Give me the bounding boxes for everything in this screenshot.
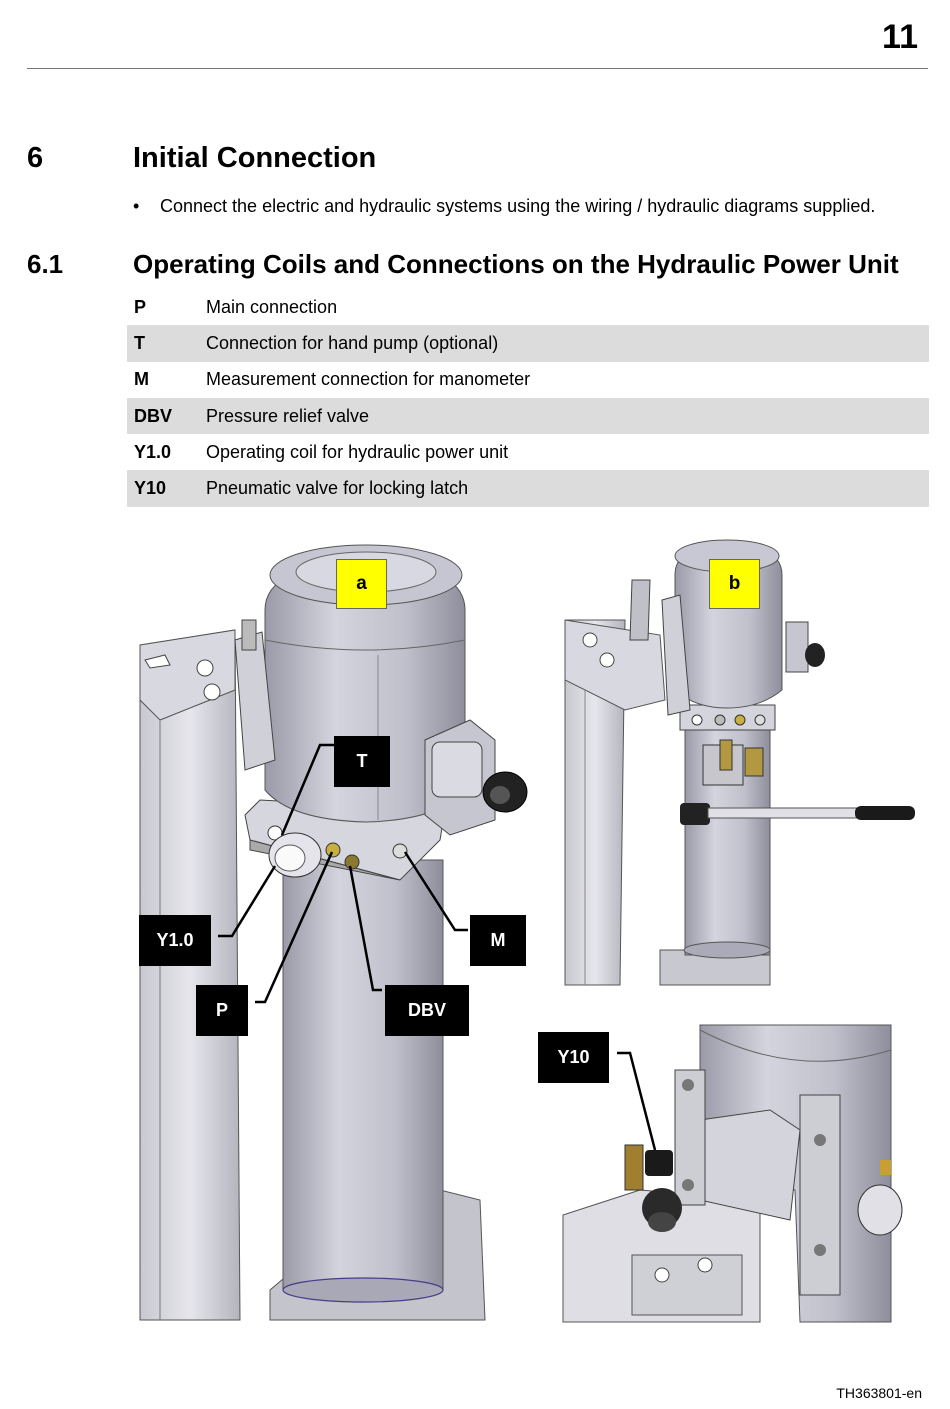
- legend-desc: Connection for hand pump (optional): [206, 332, 499, 353]
- section-title: Initial Connection: [133, 142, 377, 174]
- legend-row: DBV Pressure relief valve: [127, 397, 929, 435]
- callout-p: P: [196, 985, 248, 1036]
- legend-code: T: [134, 332, 145, 353]
- legend-code: M: [134, 369, 149, 390]
- subsection-number: 6.1: [27, 249, 64, 279]
- legend-row: Y1.0 Operating coil for hydraulic power …: [127, 434, 929, 470]
- view-b-tag: b: [709, 559, 760, 609]
- legend-desc: Measurement connection for manometer: [206, 369, 531, 390]
- legend-table: P Main connection T Connection for hand …: [127, 289, 929, 507]
- callout-dbv: DBV: [385, 985, 469, 1036]
- document-id: TH363801-en: [836, 1385, 922, 1401]
- legend-row: T Connection for hand pump (optional): [127, 325, 929, 362]
- view-b-drawing: [564, 539, 915, 986]
- bullet-item: • Connect the electric and hydraulic syst…: [133, 196, 875, 217]
- bullet-text: Connect the electric and hydraulic syste…: [160, 196, 876, 216]
- legend-code: DBV: [134, 405, 173, 426]
- callout-m: M: [470, 915, 526, 966]
- callout-leaders: [218, 743, 657, 1151]
- callout-y1-0: Y1.0: [139, 915, 211, 966]
- legend-code: Y10: [134, 478, 167, 499]
- legend-desc: Operating coil for hydraulic power unit: [206, 441, 509, 462]
- subsection-title: Operating Coils and Connections on the H…: [133, 249, 899, 279]
- legend-code: P: [134, 296, 147, 317]
- detail-view-drawing: [562, 1024, 903, 1323]
- bullet-dot: •: [133, 196, 140, 216]
- legend-row: P Main connection: [127, 289, 929, 325]
- section-number: 6: [27, 142, 44, 174]
- legend-desc: Main connection: [206, 296, 338, 317]
- page-number: 11: [882, 18, 918, 56]
- header-rule: [27, 68, 928, 69]
- callout-y10: Y10: [538, 1032, 609, 1083]
- legend-desc: Pneumatic valve for locking latch: [206, 478, 469, 499]
- legend-row: Y10 Pneumatic valve for locking latch: [127, 470, 929, 507]
- callout-t: T: [334, 736, 390, 787]
- legend-row: M Measurement connection for manometer: [127, 362, 929, 398]
- legend-code: Y1.0: [134, 441, 172, 462]
- view-a-tag: a: [336, 559, 387, 609]
- legend-desc: Pressure relief valve: [206, 405, 370, 426]
